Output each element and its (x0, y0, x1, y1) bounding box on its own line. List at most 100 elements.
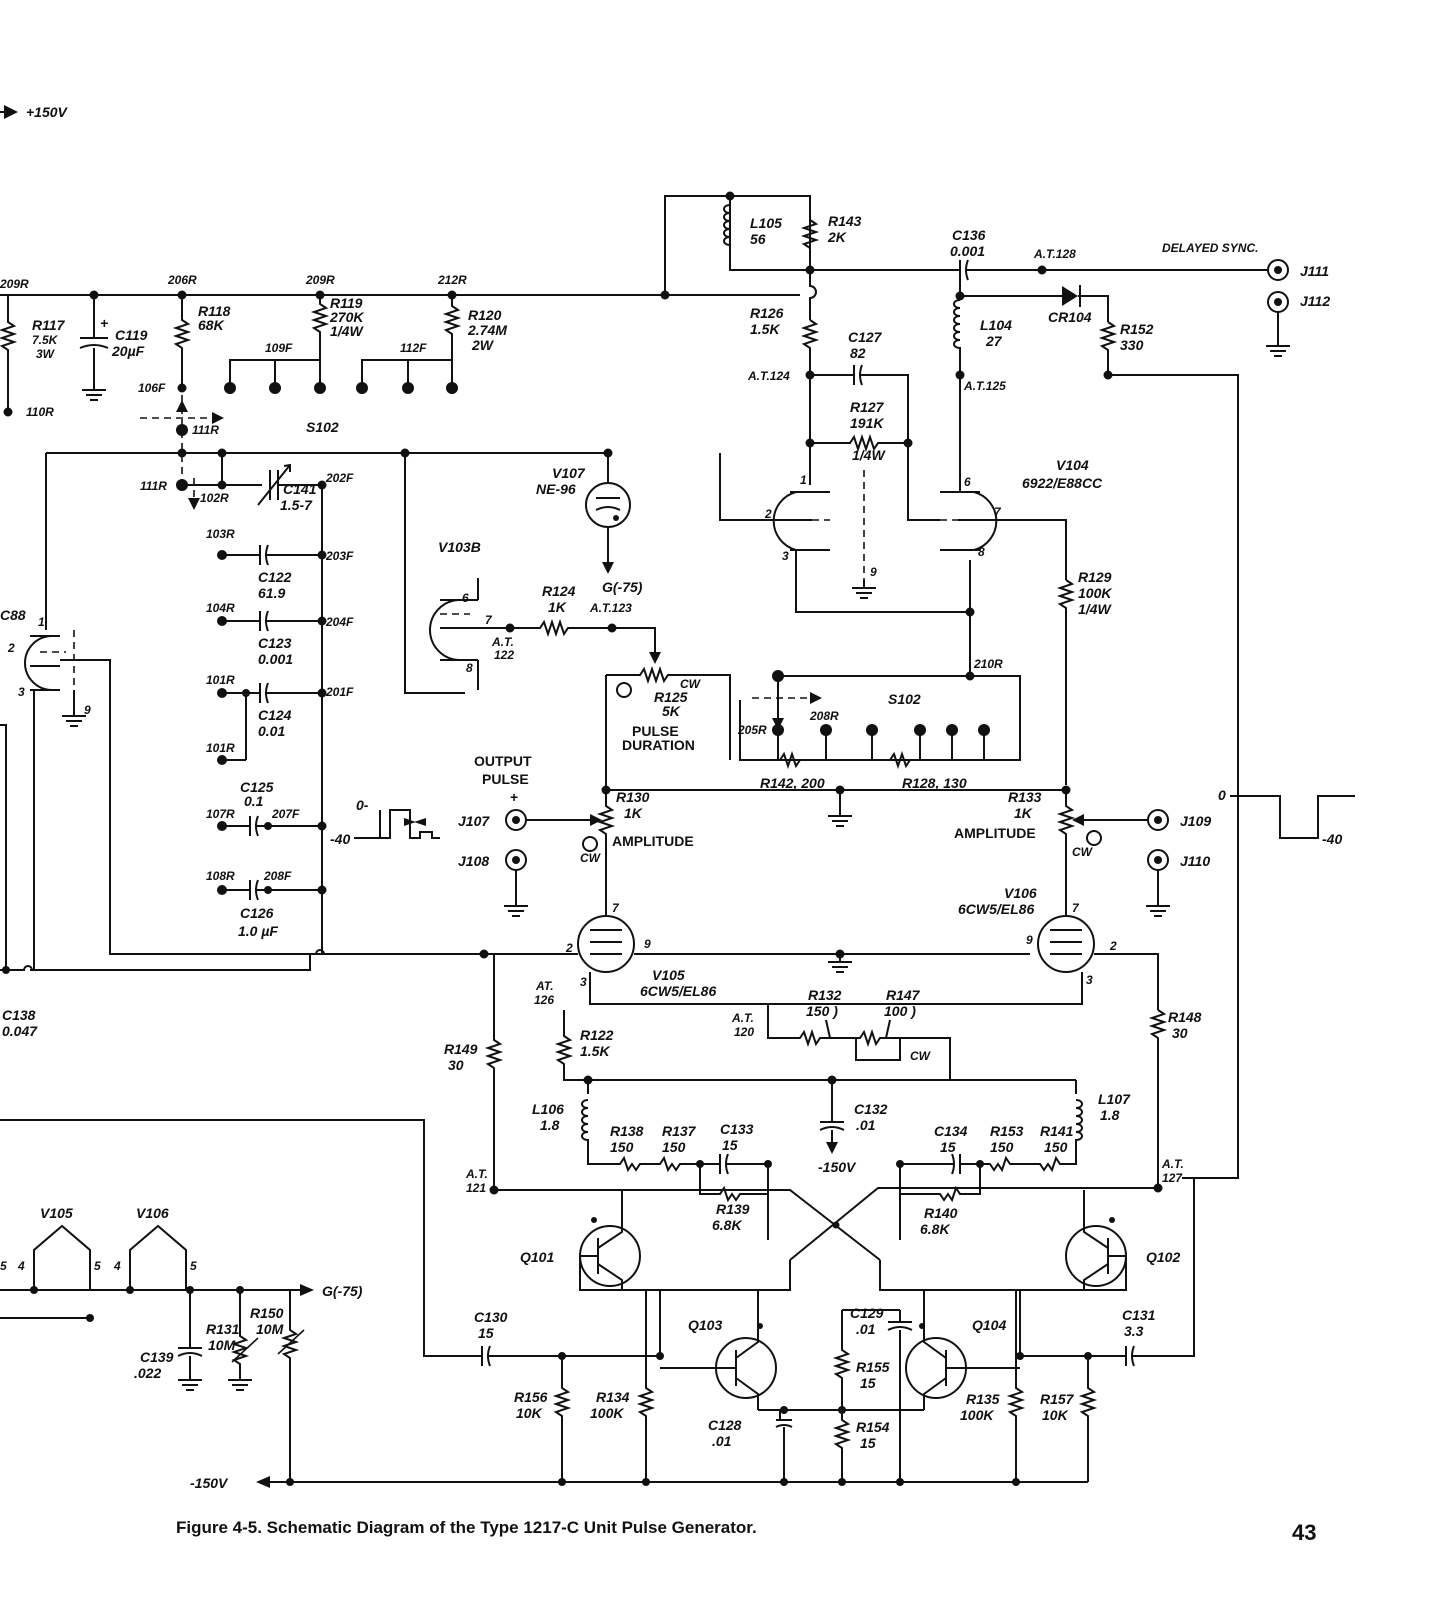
svg-text:205R: 205R (737, 723, 767, 737)
svg-text:C130: C130 (474, 1309, 508, 1325)
svg-text:L105: L105 (750, 215, 782, 231)
svg-text:R148: R148 (1168, 1009, 1202, 1025)
svg-text:3W: 3W (36, 347, 56, 361)
tube-v103b: V103B 6 7 8 A.T. 122 (429, 539, 515, 690)
svg-text:112F: 112F (400, 341, 427, 355)
svg-text:2: 2 (1109, 939, 1117, 953)
svg-text:126: 126 (534, 993, 554, 1007)
resistor-r124: R124 1K A.T.123 (510, 583, 632, 638)
svg-text:R119: R119 (330, 295, 363, 311)
svg-text:61.9: 61.9 (258, 585, 285, 601)
svg-text:R133: R133 (1008, 789, 1042, 805)
svg-text:R135: R135 (966, 1391, 1000, 1407)
svg-text:C141: C141 (283, 481, 317, 497)
svg-text:0-: 0- (356, 797, 369, 813)
svg-text:101R: 101R (206, 673, 235, 687)
svg-text:.01: .01 (712, 1433, 732, 1449)
svg-text:R118: R118 (198, 303, 231, 319)
svg-text:6: 6 (462, 591, 469, 605)
svg-text:+: + (510, 789, 518, 805)
svg-text:R130: R130 (616, 789, 650, 805)
svg-text:S102: S102 (306, 419, 339, 435)
svg-text:20µF: 20µF (111, 343, 145, 359)
svg-text:2K: 2K (827, 229, 847, 245)
node-110r: 110R (26, 405, 54, 419)
capacitor-c119: + C119 20µF (79, 295, 148, 401)
cross-coupling (494, 1187, 1158, 1261)
tube-v105: 7 2 9 3 V105 6CW5/EL86 (479, 901, 1083, 1005)
svg-text:7: 7 (1072, 901, 1080, 915)
transistor-q104: Q104 (905, 1290, 1020, 1410)
svg-text:R156: R156 (514, 1389, 548, 1405)
svg-text:2W: 2W (471, 337, 495, 353)
svg-text:0.01: 0.01 (258, 723, 285, 739)
svg-text:C132: C132 (854, 1101, 888, 1117)
resistor-r118: R118 68K 106F (138, 295, 231, 395)
svg-text:Q102: Q102 (1146, 1249, 1180, 1265)
svg-text:AMPLITUDE: AMPLITUDE (954, 825, 1036, 841)
svg-text:150: 150 (662, 1139, 686, 1155)
switch-s102-top: 109F 112F S102 111R (140, 341, 458, 480)
node-212r: 212R (437, 273, 467, 287)
svg-text:R134: R134 (596, 1389, 630, 1405)
transistor-q101: Q101 (520, 1190, 791, 1291)
svg-text:111R: 111R (192, 423, 219, 437)
timing-capacitor-bank: 111R 102R C141 1.5-7 202F 103R 203F C122… (46, 448, 465, 955)
svg-text:1.8: 1.8 (540, 1117, 560, 1133)
svg-text:CR104: CR104 (1048, 309, 1092, 325)
transistor-q103: Q103 (660, 1290, 777, 1410)
svg-text:10K: 10K (1042, 1407, 1069, 1423)
svg-text:0.001: 0.001 (950, 243, 985, 259)
svg-text:9: 9 (84, 703, 91, 717)
svg-text:CW: CW (680, 677, 702, 691)
svg-text:208F: 208F (263, 869, 292, 883)
svg-text:100K: 100K (1078, 585, 1112, 601)
svg-text:68K: 68K (198, 317, 225, 333)
svg-text:C139: C139 (140, 1349, 174, 1365)
svg-text:9: 9 (644, 937, 651, 951)
svg-text:82: 82 (850, 345, 866, 361)
svg-text:201F: 201F (325, 685, 354, 699)
svg-text:L104: L104 (980, 317, 1012, 333)
svg-text:V103B: V103B (438, 539, 481, 555)
svg-text:-40: -40 (1322, 831, 1342, 847)
svg-text:S102: S102 (888, 691, 921, 707)
svg-text:-150V: -150V (818, 1159, 857, 1175)
svg-text:15: 15 (722, 1137, 738, 1153)
svg-text:7: 7 (485, 613, 493, 627)
svg-text:A.T.: A.T. (491, 635, 514, 649)
svg-text:1: 1 (800, 473, 807, 487)
svg-text:C131: C131 (1122, 1307, 1156, 1323)
svg-text:A.T.: A.T. (465, 1167, 488, 1181)
node-209r-left: 209R (0, 277, 29, 291)
svg-text:G(-75): G(-75) (602, 579, 643, 595)
svg-text:PULSE: PULSE (632, 723, 679, 739)
svg-text:1K: 1K (548, 599, 567, 615)
svg-text:2.74M: 2.74M (467, 322, 507, 338)
svg-text:C119: C119 (115, 327, 148, 343)
svg-text:V107: V107 (552, 465, 586, 481)
svg-text:AT.: AT. (535, 979, 554, 993)
svg-text:2: 2 (7, 641, 15, 655)
svg-text:0: 0 (1218, 787, 1226, 803)
figure-caption: Figure 4-5. Schematic Diagram of the Typ… (176, 1518, 757, 1537)
svg-text:J109: J109 (1180, 813, 1211, 829)
svg-text:0.047: 0.047 (2, 1023, 38, 1039)
svg-text:R152: R152 (1120, 321, 1154, 337)
svg-text:6.8K: 6.8K (920, 1221, 950, 1237)
svg-text:150 ): 150 ) (806, 1003, 838, 1019)
svg-text:J112: J112 (1300, 293, 1330, 309)
potentiometer-r133: R133 1K AMPLITUDE CW J109 J110 0 -40 (954, 787, 1355, 917)
svg-text:Q104: Q104 (972, 1317, 1006, 1333)
svg-text:V105: V105 (40, 1205, 73, 1221)
svg-text:100 ): 100 ) (884, 1003, 916, 1019)
svg-text:R149: R149 (444, 1041, 478, 1057)
svg-text:R120: R120 (468, 307, 502, 323)
label-plus150: +150V (26, 104, 69, 120)
svg-text:150: 150 (990, 1139, 1014, 1155)
svg-text:5: 5 (94, 1259, 101, 1273)
svg-text:103R: 103R (206, 527, 235, 541)
svg-text:10M: 10M (208, 1337, 236, 1353)
svg-text:101R: 101R (206, 741, 235, 755)
svg-text:3: 3 (580, 975, 587, 989)
